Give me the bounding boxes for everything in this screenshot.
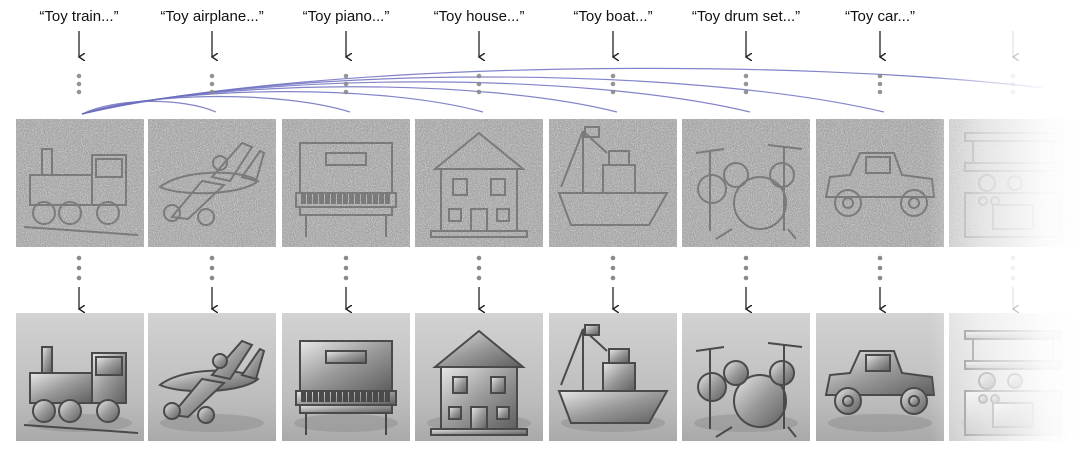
ellipsis-dot bbox=[476, 73, 482, 79]
ellipsis-dot bbox=[476, 255, 482, 261]
ellipsis-dot bbox=[209, 255, 215, 261]
ellipsis-dot bbox=[476, 81, 482, 87]
ellipsis-dot bbox=[610, 265, 616, 271]
ellipsis-dot bbox=[743, 81, 749, 87]
ellipsis-dot bbox=[610, 275, 616, 281]
noisy-image-house bbox=[415, 119, 543, 247]
ellipsis-dot bbox=[743, 73, 749, 79]
ellipsis-dot bbox=[743, 255, 749, 261]
ellipsis-dot bbox=[1010, 255, 1016, 261]
ellipsis-dot bbox=[76, 265, 82, 271]
ellipsis-dot bbox=[610, 81, 616, 87]
generated-image-house bbox=[415, 313, 543, 441]
ellipsis-dot bbox=[743, 275, 749, 281]
ellipsis-dot bbox=[343, 275, 349, 281]
generated-image-piano bbox=[282, 313, 410, 441]
noisy-images-row bbox=[16, 119, 1077, 247]
prompt-label-house: “Toy house...” bbox=[433, 8, 525, 25]
ellipsis-dot bbox=[76, 275, 82, 281]
ellipsis-dot bbox=[76, 89, 82, 95]
prompt-label-airplane: “Toy airplane...” bbox=[160, 8, 264, 25]
ellipsis-dot bbox=[877, 81, 883, 87]
ellipsis-dot bbox=[209, 73, 215, 79]
ellipsis-dot bbox=[743, 265, 749, 271]
ellipsis-dot bbox=[610, 255, 616, 261]
noisy-image-piano bbox=[282, 119, 410, 247]
prompt-label-drum-set: “Toy drum set...” bbox=[691, 8, 801, 25]
ellipsis-dot bbox=[877, 89, 883, 95]
generated-image-airplane bbox=[148, 313, 276, 441]
ellipsis-dot bbox=[76, 255, 82, 261]
ellipsis-dot bbox=[476, 265, 482, 271]
ellipsis-dot bbox=[1010, 81, 1016, 87]
ellipsis-dot bbox=[877, 73, 883, 79]
ellipsis-dot bbox=[209, 89, 215, 95]
ellipsis-dot bbox=[343, 265, 349, 271]
noisy-image-train bbox=[16, 119, 144, 247]
attention-arc bbox=[81, 86, 618, 115]
noisy-image-car bbox=[816, 119, 944, 247]
ellipsis-dot bbox=[476, 275, 482, 281]
ellipsis-dot bbox=[877, 255, 883, 261]
prompt-label-boat: “Toy boat...” bbox=[573, 8, 653, 25]
generated-image-car bbox=[816, 313, 944, 441]
ellipsis-dot bbox=[877, 275, 883, 281]
noisy-image-airplane bbox=[148, 119, 276, 247]
ellipsis-dot bbox=[476, 89, 482, 95]
ellipsis-dot bbox=[610, 73, 616, 79]
ellipsis-dot bbox=[209, 81, 215, 87]
generated-image-drum-set bbox=[682, 313, 810, 441]
generated-image-kitchen bbox=[949, 313, 1077, 441]
attention-arc bbox=[81, 91, 484, 115]
ellipsis-dot bbox=[1010, 265, 1016, 271]
ellipsis-dot bbox=[343, 255, 349, 261]
prompt-label-train: “Toy train...” bbox=[39, 8, 119, 25]
prompt-label-car: “Toy car...” bbox=[844, 8, 916, 25]
ellipsis-dot bbox=[1010, 275, 1016, 281]
noisy-image-kitchen bbox=[949, 119, 1077, 247]
ellipsis-dot bbox=[743, 89, 749, 95]
ellipsis-dot bbox=[76, 73, 82, 79]
generated-image-train bbox=[16, 313, 144, 441]
ellipsis-dot bbox=[209, 265, 215, 271]
ellipsis-dot bbox=[209, 275, 215, 281]
prompt-label-piano: “Toy piano...” bbox=[302, 8, 390, 25]
ellipsis-dot bbox=[76, 81, 82, 87]
attention-arc bbox=[81, 67, 1044, 115]
generated-image-boat bbox=[549, 313, 677, 441]
generated-images-row bbox=[16, 313, 1077, 441]
ellipsis-dot bbox=[343, 81, 349, 87]
ellipsis-dot bbox=[877, 265, 883, 271]
noisy-image-boat bbox=[549, 119, 677, 247]
noisy-image-drum-set bbox=[682, 119, 810, 247]
ellipsis-dot bbox=[610, 89, 616, 95]
ellipsis-dot bbox=[1010, 73, 1016, 79]
attention-arcs bbox=[81, 67, 1044, 115]
ellipsis-dot bbox=[343, 89, 349, 95]
ellipsis-dot bbox=[1010, 89, 1016, 95]
ellipsis-dot bbox=[343, 73, 349, 79]
